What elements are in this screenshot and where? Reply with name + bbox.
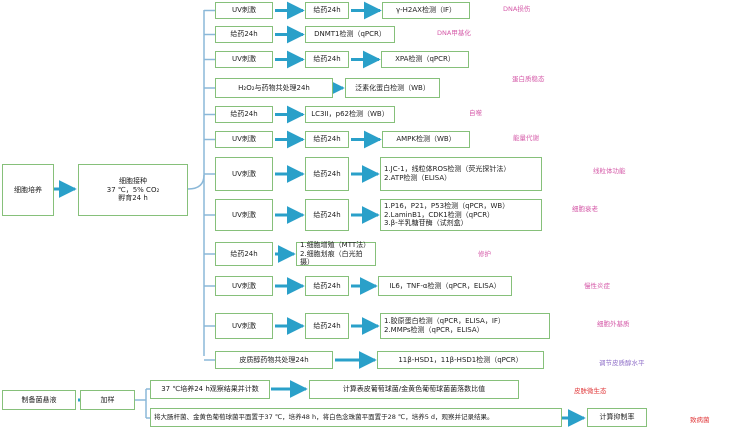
row-1-treatment: 给药24h (215, 26, 273, 43)
culture-count-box: 37 ℃培养24 h观察结果并计数 (150, 380, 270, 399)
row-9-treatment: UV刺激 (215, 276, 273, 296)
row-0-assay: γ-H2AX检测（IF） (382, 2, 470, 19)
row-7-treatment: UV刺激 (215, 199, 273, 231)
row-6-treatment: UV刺激 (215, 157, 273, 191)
row-7-assay: 1.P16，P21，P53检测（qPCR，WB） 2.LaminB1，CDK1检… (380, 199, 542, 231)
row-1-category-tag: DNA甲基化 (437, 29, 471, 37)
row-9-dosing: 给药24h (305, 276, 349, 296)
row-3-treatment: H₂O₂与药物共处理24h (215, 78, 333, 98)
row-2-assay: XPA检测（qPCR） (381, 51, 469, 68)
row-6-assay: 1.JC-1，线粒体ROS检测（荧光探针法） 2.ATP检测（ELISA） (380, 157, 542, 191)
tag-skin-microecology: 皮肤微生态 (574, 387, 607, 395)
row-5-category-tag: 能量代谢 (513, 134, 539, 142)
row-10-dosing: 给药24h (305, 313, 349, 339)
row-10-assay: 1.胶原蛋白检测（qPCR，ELISA，IF） 2.MMPs检测（qPCR，EL… (380, 313, 550, 339)
row-0-treatment: UV刺激 (215, 2, 273, 19)
row-11-category-tag: 调节皮质醇水平 (599, 359, 645, 367)
row-0-dosing: 给药24h (305, 2, 349, 19)
row-5-dosing: 给药24h (305, 131, 349, 148)
pathogen-culture-box: 将大肠杆菌、金黄色葡萄球菌平面置于37 ℃，培养48 h，将白色念珠菌平面置于2… (150, 408, 562, 427)
row-8-category-tag: 修护 (478, 250, 491, 258)
row-8-treatment: 给药24h (215, 242, 273, 266)
row-7-dosing: 给药24h (305, 199, 349, 231)
row-11-treatment: 皮质醇药物共处理24h (215, 351, 333, 369)
row-7-category-tag: 细胞衰老 (572, 205, 598, 213)
add-sample-box: 加样 (80, 390, 135, 410)
row-6-dosing: 给药24h (305, 157, 349, 191)
bracket-connector (187, 174, 205, 190)
row-0-category-tag: DNA损伤 (503, 5, 531, 13)
row-10-treatment: UV刺激 (215, 313, 273, 339)
row-2-dosing: 给药24h (305, 51, 349, 68)
row-9-category-tag: 慢性炎症 (584, 282, 610, 290)
row-8-assay: 1.细胞增殖（MTT法） 2.细胞划痕（白光拍摄） (296, 241, 376, 266)
cell-inoculate-box: 细胞接种 37 ℃，5% CO₂ 孵育24 h (78, 164, 188, 216)
tag-pathogen: 致病菌 (690, 416, 710, 424)
row-5-assay: AMPK检测（WB） (382, 131, 470, 148)
cell-culture-box: 细胞培养 (2, 164, 54, 216)
row-5-treatment: UV刺激 (215, 131, 273, 148)
ratio-result-box: 计算表皮葡萄球菌/金黄色葡萄球菌菌落数比值 (309, 380, 519, 399)
row-3-category-tag: 蛋白质稳态 (512, 75, 545, 83)
row-2-treatment: UV刺激 (215, 51, 273, 68)
row-11-assay: 11β-HSD1，11β-HSD1检测（qPCR） (377, 351, 544, 369)
inhibition-result-box: 计算抑制率 (587, 408, 647, 427)
row-4-assay: LC3II，p62检测（WB） (305, 106, 395, 123)
prepare-suspension-box: 制备菌悬液 (2, 390, 76, 410)
row-4-treatment: 给药24h (215, 106, 273, 123)
row-9-assay: IL6，TNF-α检测（qPCR，ELISA） (378, 276, 512, 296)
row-1-assay: DNMT1检测（qPCR） (305, 26, 395, 43)
row-4-category-tag: 自噬 (469, 109, 482, 117)
row-6-category-tag: 线粒体功能 (593, 167, 626, 175)
row-10-category-tag: 细胞外基质 (597, 320, 630, 328)
row-3-assay: 泛素化蛋白检测（WB） (345, 78, 440, 98)
